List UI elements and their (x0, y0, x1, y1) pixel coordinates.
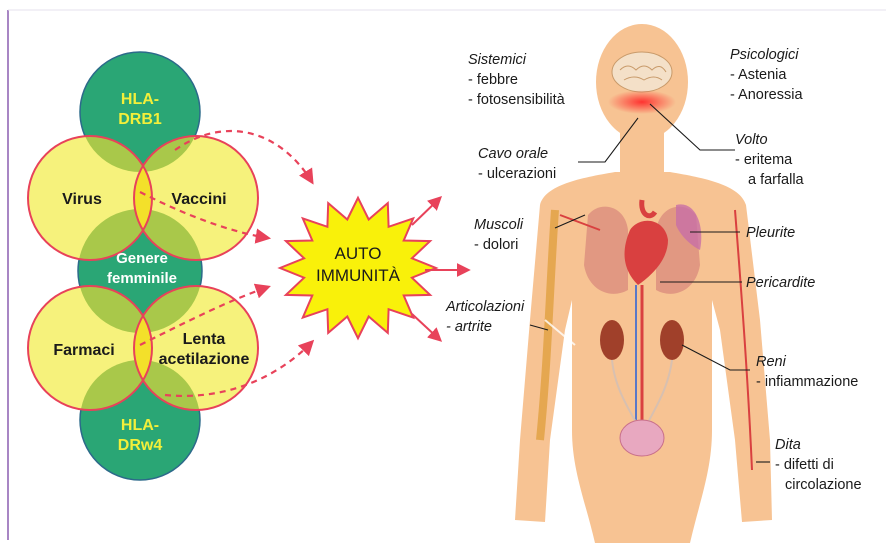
sistemici-item-2: - fotosensibilità (468, 91, 565, 110)
hla-drb1-line2: DRB1 (118, 111, 162, 128)
brain (612, 52, 672, 92)
face-rash (608, 90, 676, 114)
genere-line1: Genere (116, 250, 168, 267)
dita-title: Dita (775, 436, 801, 455)
volto-item-2: a farfalla (748, 171, 804, 190)
farmaci-label: Farmaci (53, 342, 114, 359)
dita-item-2: circolazione (785, 476, 862, 495)
pericardite-label: Pericardite (746, 274, 815, 293)
hla-drb1-line1: HLA- (121, 91, 159, 108)
right-lung (584, 207, 628, 294)
reni-title: Reni (756, 353, 786, 372)
cavo-orale-item-1: - ulcerazioni (478, 165, 556, 184)
pleurite-label: Pleurite (746, 224, 795, 243)
burst-line1: AUTO (335, 244, 382, 263)
lenta-line2: acetilazione (159, 351, 250, 368)
cavo-orale-title: Cavo orale (478, 145, 548, 164)
dita-item-1: - difetti di (775, 456, 834, 475)
articolazioni-item-1: - artrite (446, 318, 492, 337)
right-kidney (600, 320, 624, 360)
burst-line2: IMMUNITÀ (316, 266, 401, 285)
sistemici-item-1: - febbre (468, 71, 518, 90)
volto-item-1: - eritema (735, 151, 792, 170)
venn-diagram: HLA- DRB1 Virus Vaccini Genere femminile… (28, 52, 258, 480)
bladder (620, 420, 664, 456)
neck (620, 128, 664, 178)
vaccini-label: Vaccini (171, 191, 226, 208)
genere-line2: femminile (107, 270, 177, 287)
lenta-line1: Lenta (183, 331, 226, 348)
autoimmunity-burst: AUTO IMMUNITÀ (280, 198, 436, 338)
sistemici-title: Sistemici (468, 51, 526, 70)
muscoli-item-1: - dolori (474, 236, 518, 255)
articolazioni-title: Articolazioni (446, 298, 524, 317)
virus-label: Virus (62, 191, 102, 208)
psicologici-item-2: - Anoressia (730, 86, 803, 105)
psicologici-title: Psicologici (730, 46, 799, 65)
volto-title: Volto (735, 131, 768, 150)
left-kidney (660, 320, 684, 360)
hla-drw4-line2: DRw4 (118, 437, 163, 454)
reni-item-1: - infiammazione (756, 373, 858, 392)
hla-drw4-line1: HLA- (121, 417, 159, 434)
psicologici-item-1: - Astenia (730, 66, 786, 85)
muscoli-title: Muscoli (474, 216, 523, 235)
